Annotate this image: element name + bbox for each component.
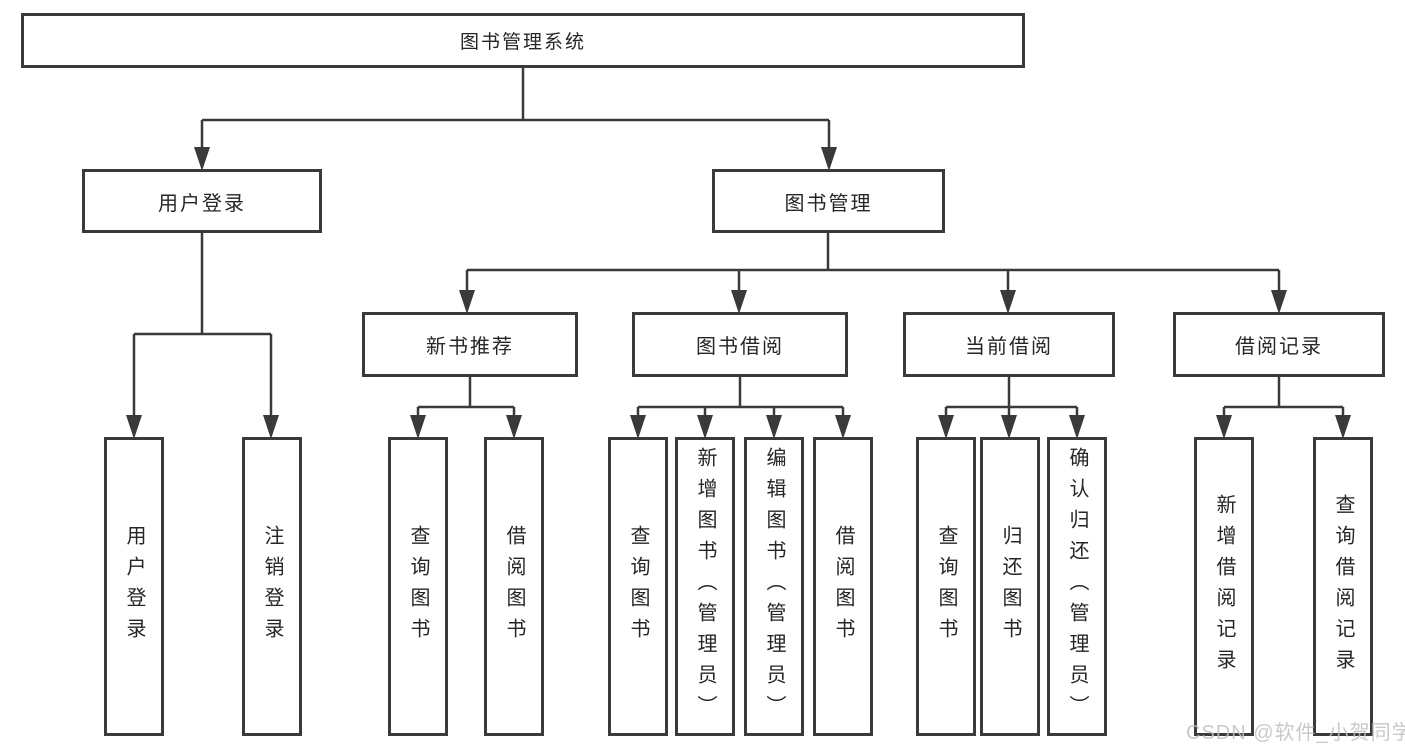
node-book-management: 图书管理	[712, 169, 945, 233]
leaf-label: 编辑图书（管理员）	[763, 447, 785, 726]
node-label: 当前借阅	[965, 336, 1053, 358]
node-user-login: 用户登录	[82, 169, 322, 233]
arrowhead-icon	[459, 290, 475, 314]
arrowhead-icon	[697, 415, 713, 439]
arrowhead-icon	[194, 147, 210, 171]
node-label: 图书借阅	[696, 336, 784, 358]
leaf-label: 确认归还（管理员）	[1066, 447, 1088, 726]
leaf-label: 查询图书	[627, 524, 649, 649]
node-new-book-recommend: 新书推荐	[362, 312, 578, 377]
watermark: CSDN @软件_小贺同学	[1186, 722, 1405, 744]
arrowhead-icon	[1335, 415, 1351, 439]
arrowheads	[126, 147, 1351, 439]
leaf-label: 新增借阅记录	[1213, 493, 1235, 680]
arrowhead-icon	[263, 415, 279, 439]
leaf-borrow-books: 借阅图书	[484, 437, 544, 736]
node-book-borrow: 图书借阅	[632, 312, 848, 377]
node-label: 用户登录	[158, 192, 246, 215]
leaf-label: 归还图书	[999, 524, 1021, 649]
arrowhead-icon	[1001, 415, 1017, 439]
leaf-edit-books-admin: 编辑图书（管理员）	[744, 437, 804, 736]
node-label: 图书管理系统	[459, 32, 586, 53]
arrowhead-icon	[126, 415, 142, 439]
leaf-label: 查询图书	[935, 524, 957, 649]
leaf-user-login: 用户登录	[104, 437, 164, 736]
leaf-borrow-books: 借阅图书	[813, 437, 873, 736]
leaf-label: 注销登录	[261, 524, 283, 649]
node-label: 图书管理	[784, 192, 873, 215]
leaf-query-books: 查询图书	[388, 437, 448, 736]
leaf-query-books: 查询图书	[916, 437, 976, 736]
arrowhead-icon	[731, 290, 747, 314]
arrowhead-icon	[410, 415, 426, 439]
node-library-system: 图书管理系统	[21, 13, 1025, 68]
arrowhead-icon	[1216, 415, 1232, 439]
node-label: 新书推荐	[426, 336, 514, 358]
arrowhead-icon	[1069, 415, 1085, 439]
node-current-borrow: 当前借阅	[903, 312, 1115, 377]
leaf-label: 查询借阅记录	[1332, 493, 1354, 680]
tree-edges	[132, 68, 1345, 417]
arrowhead-icon	[630, 415, 646, 439]
leaf-label: 新增图书（管理员）	[694, 447, 716, 726]
arrowhead-icon	[506, 415, 522, 439]
node-borrow-records: 借阅记录	[1173, 312, 1385, 377]
arrowhead-icon	[938, 415, 954, 439]
leaf-label: 借阅图书	[503, 524, 525, 649]
leaf-query-books: 查询图书	[608, 437, 668, 736]
leaf-query-borrow-record: 查询借阅记录	[1313, 437, 1373, 736]
arrowhead-icon	[1000, 290, 1016, 314]
leaf-add-borrow-record: 新增借阅记录	[1194, 437, 1254, 736]
leaf-logout: 注销登录	[242, 437, 302, 736]
leaf-confirm-return-admin: 确认归还（管理员）	[1047, 437, 1107, 736]
leaf-add-books-admin: 新增图书（管理员）	[675, 437, 735, 736]
leaf-label: 用户登录	[123, 524, 145, 649]
leaf-return-books: 归还图书	[980, 437, 1040, 736]
arrowhead-icon	[835, 415, 851, 439]
arrowhead-icon	[766, 415, 782, 439]
node-label: 借阅记录	[1235, 336, 1323, 358]
leaf-label: 查询图书	[407, 524, 429, 649]
leaf-label: 借阅图书	[832, 524, 854, 649]
arrowhead-icon	[1271, 290, 1287, 314]
arrowhead-icon	[821, 147, 837, 171]
